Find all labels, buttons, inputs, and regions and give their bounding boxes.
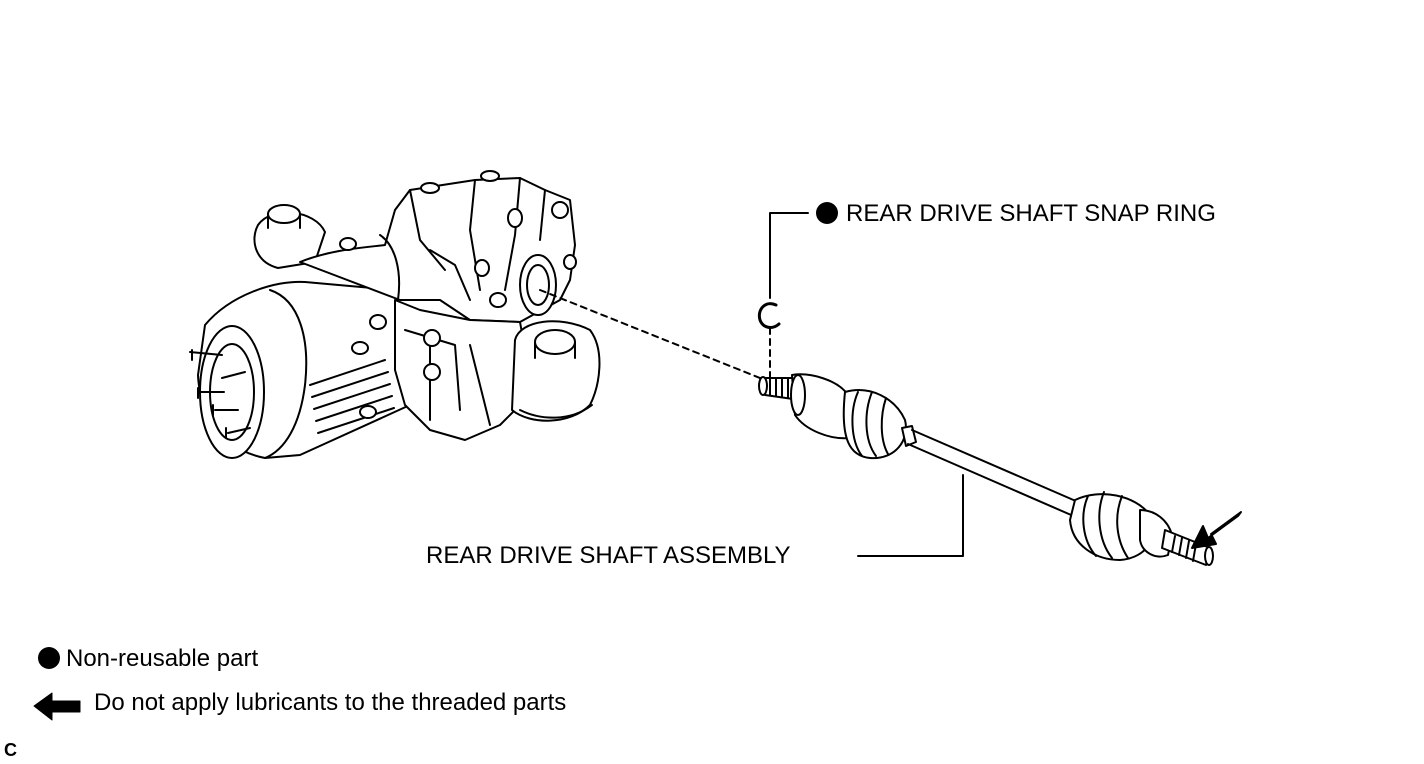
legend-item-non-reusable: Non-reusable part bbox=[38, 645, 258, 673]
non-reusable-dot-icon bbox=[816, 202, 838, 224]
legend-non-reusable-text: Non-reusable part bbox=[66, 645, 259, 672]
alignment-dashed-line bbox=[539, 289, 766, 381]
legend-arrow-icon bbox=[33, 692, 81, 721]
legend-no-lubricant-text: Do not apply lubricants to the threaded … bbox=[94, 689, 567, 716]
snap-ring-label-text: REAR DRIVE SHAFT SNAP RING bbox=[846, 200, 1216, 227]
snap-ring-leader-line bbox=[769, 212, 809, 299]
illustration-code: C bbox=[4, 740, 17, 760]
no-lubricant-arrow-icon bbox=[1191, 511, 1242, 549]
legend-dot-icon bbox=[38, 647, 60, 669]
rear-drive-shaft bbox=[758, 373, 1214, 566]
snap-ring-part bbox=[757, 302, 781, 379]
rear-differential-housing bbox=[189, 170, 601, 459]
assembly-label-text: REAR DRIVE SHAFT ASSEMBLY bbox=[426, 542, 791, 569]
legend-item-no-lubricant: Do not apply lubricants to the threaded … bbox=[94, 689, 566, 717]
snap-ring-callout: REAR DRIVE SHAFT SNAP RING bbox=[816, 200, 1216, 228]
assembly-callout: REAR DRIVE SHAFT ASSEMBLY bbox=[426, 542, 791, 570]
assembly-leader-line bbox=[857, 474, 964, 557]
